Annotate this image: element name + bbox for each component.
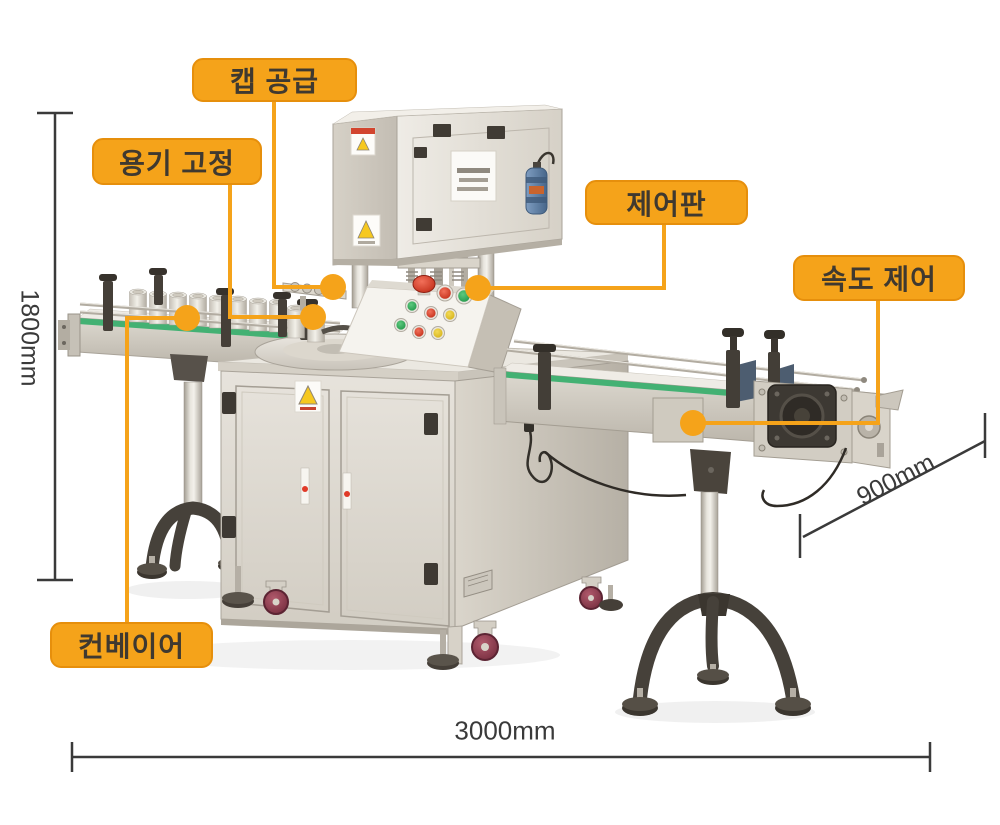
label-conveyor: 컨베이어 bbox=[50, 622, 213, 668]
power-cable bbox=[526, 424, 553, 484]
dimension-lines bbox=[37, 111, 987, 772]
capper-springs bbox=[406, 271, 464, 281]
label-control-panel: 제어판 bbox=[585, 180, 748, 225]
callout-dot-speed-control bbox=[680, 410, 706, 436]
door-lock-labels bbox=[300, 467, 352, 510]
callout-lines bbox=[125, 100, 880, 622]
label-cap-supply: 캡 공급 bbox=[192, 58, 357, 102]
cable bbox=[544, 451, 687, 497]
callout-line-control-panel bbox=[490, 224, 666, 290]
dim-width-line bbox=[70, 742, 932, 772]
nameplate bbox=[463, 569, 493, 598]
callout-line-speed-control bbox=[705, 300, 880, 425]
guide-rails bbox=[506, 339, 867, 393]
callout-dot-conveyor bbox=[174, 305, 200, 331]
right-conveyor-leg bbox=[622, 449, 811, 716]
emergency-stop-button bbox=[412, 275, 436, 293]
label-container-fixing: 용기 고정 bbox=[92, 138, 262, 185]
callout-dot-cap-supply bbox=[320, 274, 346, 300]
console-small-buttons bbox=[394, 299, 457, 340]
control-console bbox=[338, 275, 522, 374]
cabinet-feet-casters bbox=[222, 566, 623, 670]
warning-sticker-icon bbox=[350, 127, 376, 156]
spec-label bbox=[450, 150, 497, 202]
callout-dot-control-panel bbox=[465, 275, 491, 301]
cabinet-right-door bbox=[340, 390, 450, 627]
callout-line-conveyor bbox=[125, 316, 175, 622]
red-button bbox=[439, 287, 451, 299]
dim-width-text: 3000mm bbox=[454, 715, 556, 746]
dim-height-text: 1800mm bbox=[15, 289, 44, 387]
callout-dot-container-fixing bbox=[300, 304, 326, 330]
callout-line-container-fixing bbox=[228, 185, 301, 319]
right-conveyor bbox=[493, 328, 904, 716]
head-unit bbox=[332, 104, 563, 266]
cabinet-hinges bbox=[222, 392, 438, 585]
warning-triangle-icon bbox=[352, 214, 381, 247]
dim-height-line bbox=[37, 111, 73, 582]
cable bbox=[761, 447, 848, 508]
warning-triangle-icon bbox=[294, 380, 322, 413]
dim-depth-line bbox=[798, 413, 987, 558]
head-hinges bbox=[414, 124, 505, 231]
solenoid-cylinder bbox=[525, 151, 555, 215]
belt-green-strip bbox=[78, 318, 335, 342]
callout-line-cap-supply bbox=[272, 100, 321, 289]
label-speed-control: 속도 제어 bbox=[793, 255, 965, 301]
